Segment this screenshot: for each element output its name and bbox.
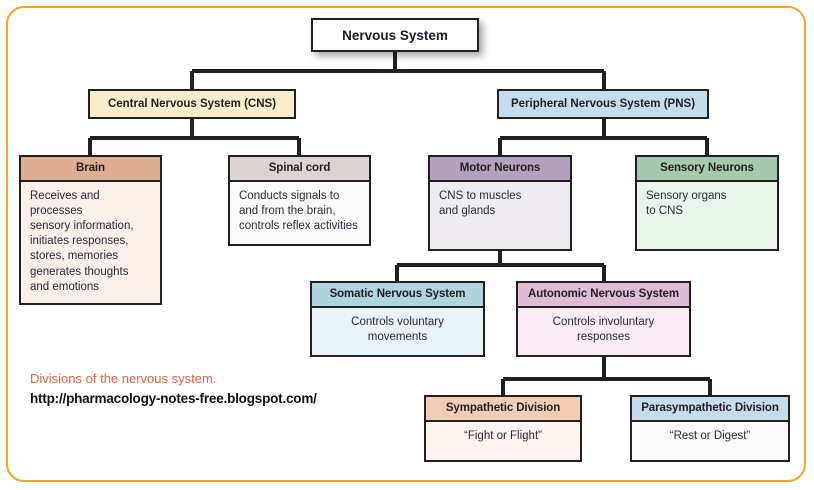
node-sympathetic-division[interactable]: Sympathetic Division “Fight or Flight” bbox=[424, 395, 582, 462]
node-spinal-cord-title: Spinal cord bbox=[230, 157, 369, 182]
node-central-nervous-system[interactable]: Central Nervous System (CNS) bbox=[88, 89, 296, 119]
caption-block: Divisions of the nervous system. http://… bbox=[30, 369, 430, 409]
node-brain-description: Receives and processes sensory informati… bbox=[30, 189, 134, 293]
node-peripheral-nervous-system[interactable]: Peripheral Nervous System (PNS) bbox=[497, 89, 709, 119]
node-autonomic-nervous-system-title: Autonomic Nervous System bbox=[518, 283, 689, 308]
node-sensory-neurons[interactable]: Sensory Neurons Sensory organs to CNS bbox=[635, 155, 779, 251]
node-somatic-nervous-system[interactable]: Somatic Nervous System Controls voluntar… bbox=[310, 281, 485, 357]
node-nervous-system[interactable]: Nervous System bbox=[311, 18, 479, 52]
node-nervous-system-title: Nervous System bbox=[342, 27, 448, 43]
caption-title: Divisions of the nervous system. bbox=[30, 371, 217, 386]
node-sympathetic-division-title: Sympathetic Division bbox=[426, 397, 580, 422]
caption-source-url[interactable]: http://pharmacology-notes-free.blogspot.… bbox=[30, 390, 317, 406]
node-somatic-nervous-system-description: Controls voluntary movements bbox=[351, 315, 444, 343]
node-central-nervous-system-title: Central Nervous System (CNS) bbox=[107, 98, 277, 110]
node-sensory-neurons-title: Sensory Neurons bbox=[637, 157, 777, 182]
node-motor-neurons-title: Motor Neurons bbox=[430, 157, 570, 182]
node-parasympathetic-division-description: “Rest or Digest” bbox=[669, 429, 751, 442]
node-sensory-neurons-description: Sensory organs to CNS bbox=[646, 189, 727, 217]
node-somatic-nervous-system-title: Somatic Nervous System bbox=[312, 283, 483, 308]
node-autonomic-nervous-system[interactable]: Autonomic Nervous System Controls involu… bbox=[516, 281, 691, 357]
node-parasympathetic-division-title: Parasympathetic Division bbox=[632, 397, 788, 422]
node-spinal-cord-description: Conducts signals to and from the brain, … bbox=[239, 189, 358, 232]
node-brain-title: Brain bbox=[21, 157, 160, 182]
node-autonomic-nervous-system-description: Controls involuntary responses bbox=[552, 315, 655, 343]
node-parasympathetic-division[interactable]: Parasympathetic Division “Rest or Digest… bbox=[630, 395, 790, 462]
node-motor-neurons-description: CNS to muscles and glands bbox=[439, 189, 522, 217]
node-motor-neurons[interactable]: Motor Neurons CNS to muscles and glands bbox=[428, 155, 572, 251]
node-brain[interactable]: Brain Receives and processes sensory inf… bbox=[19, 155, 162, 305]
node-peripheral-nervous-system-title: Peripheral Nervous System (PNS) bbox=[510, 98, 696, 110]
node-spinal-cord[interactable]: Spinal cord Conducts signals to and from… bbox=[228, 155, 371, 246]
node-sympathetic-division-description: “Fight or Flight” bbox=[464, 429, 542, 442]
